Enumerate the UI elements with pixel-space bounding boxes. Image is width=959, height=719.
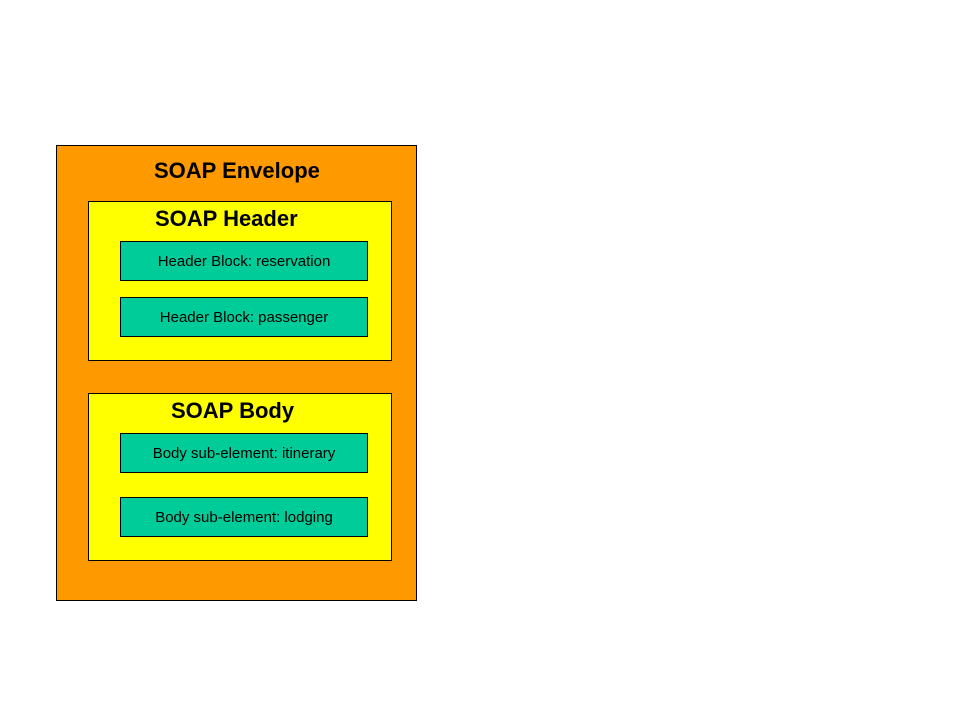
header-block-passenger: Header Block: passenger — [120, 297, 368, 337]
body-title: SOAP Body — [171, 398, 295, 423]
header-block-reservation: Header Block: reservation — [120, 241, 368, 281]
envelope-title: SOAP Envelope — [154, 158, 320, 183]
header-title: SOAP Header — [155, 206, 298, 231]
body-element-itinerary: Body sub-element: itinerary — [120, 433, 368, 473]
body-element-lodging: Body sub-element: lodging — [120, 497, 368, 537]
